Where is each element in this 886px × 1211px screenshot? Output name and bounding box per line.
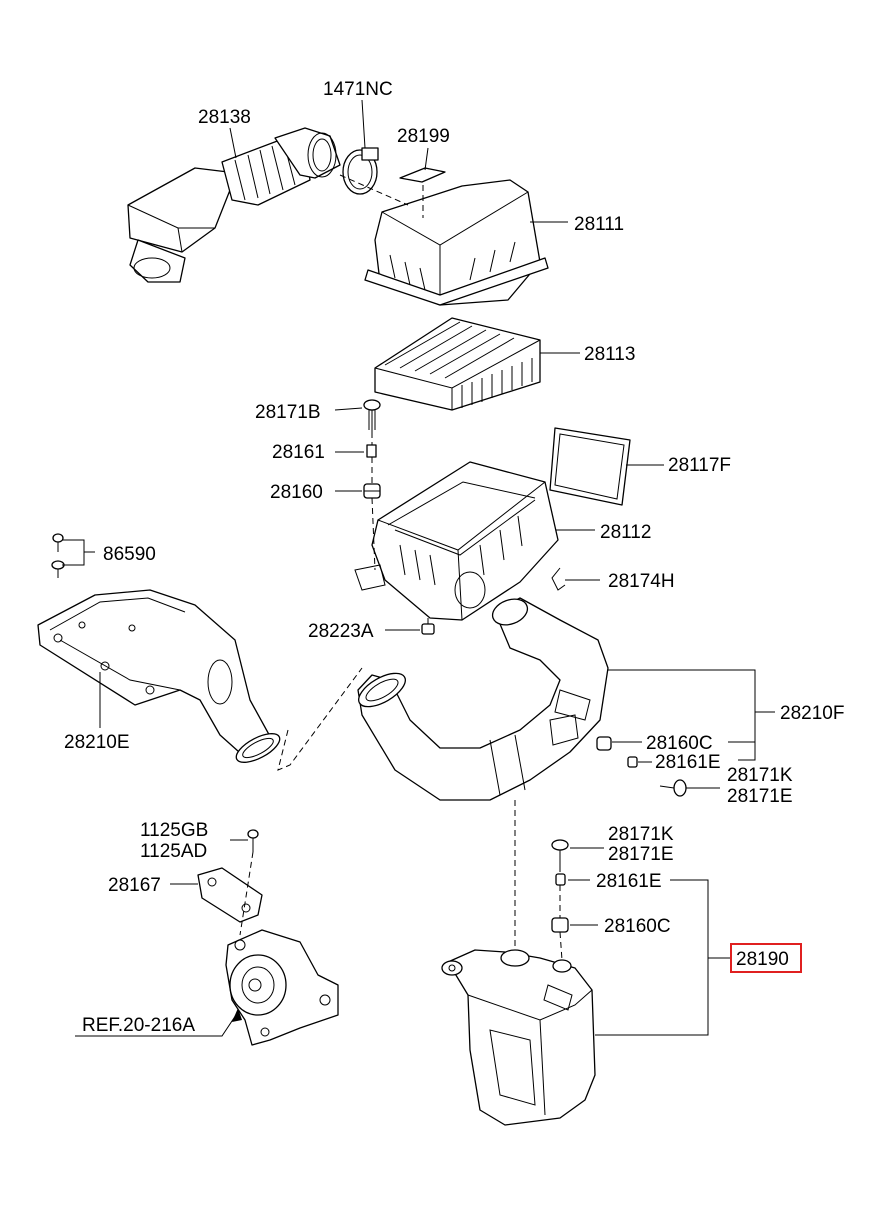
screw-86590-part bbox=[51, 533, 65, 578]
bolt-1125gb-part bbox=[247, 829, 259, 852]
leader-lines bbox=[62, 99, 775, 1037]
air-cleaner-body-part bbox=[354, 461, 559, 621]
label-28190[interactable]: 28190 bbox=[736, 949, 789, 970]
hose-clamp-part bbox=[342, 147, 379, 195]
label-28160c-a[interactable]: 28160C bbox=[646, 733, 713, 754]
label-1125ad[interactable]: 1125AD bbox=[140, 841, 207, 862]
grommet-28160-part bbox=[363, 483, 381, 499]
duct-28210f-part bbox=[357, 597, 609, 801]
bracket-28167-part bbox=[197, 867, 263, 923]
label-28223a[interactable]: 28223A bbox=[308, 621, 374, 642]
label-28167[interactable]: 28167 bbox=[108, 875, 161, 896]
label-28113[interactable]: 28113 bbox=[584, 344, 635, 365]
label-28160[interactable]: 28160 bbox=[270, 482, 323, 503]
label-28111[interactable]: 28111 bbox=[574, 214, 624, 235]
air-filter-element-part bbox=[374, 317, 541, 411]
bolt-28171k-a-part bbox=[659, 779, 687, 797]
bolt-28171b-part bbox=[363, 399, 381, 432]
label-28160c-b[interactable]: 28160C bbox=[604, 916, 671, 937]
label-28210e[interactable]: 28210E bbox=[64, 732, 130, 753]
gasket-28117f-part bbox=[549, 427, 631, 506]
engine-mount-part bbox=[225, 929, 339, 1046]
grommet-28160c-a-part bbox=[596, 736, 612, 751]
label-28138[interactable]: 28138 bbox=[198, 107, 251, 128]
label-28210f[interactable]: 28210F bbox=[780, 703, 844, 724]
highlight-box-28190 bbox=[730, 943, 802, 973]
nut-28223a-part bbox=[421, 623, 435, 635]
part-labels: 28138 1471NC 28199 28111 28113 28171B 28… bbox=[64, 79, 844, 1036]
collar-28161e-a-part bbox=[627, 756, 638, 768]
label-28171e-a[interactable]: 28171E bbox=[727, 786, 793, 807]
label-28161e-b[interactable]: 28161E bbox=[596, 871, 662, 892]
label-28161[interactable]: 28161 bbox=[272, 442, 325, 463]
resonator-28190-part bbox=[441, 949, 596, 1126]
label-28161e-a[interactable]: 28161E bbox=[655, 752, 721, 773]
label-ref-20-216a[interactable]: REF.20-216A bbox=[82, 1015, 195, 1036]
assembly-lines bbox=[239, 174, 563, 961]
duct-28210e-part bbox=[37, 589, 281, 763]
label-86590[interactable]: 86590 bbox=[103, 544, 156, 565]
air-cleaner-cover-part bbox=[364, 167, 549, 306]
label-28174h[interactable]: 28174H bbox=[608, 571, 675, 592]
label-28171k-a[interactable]: 28171K bbox=[727, 765, 793, 786]
label-28199[interactable]: 28199 bbox=[397, 126, 450, 147]
label-1125gb[interactable]: 1125GB bbox=[140, 820, 208, 841]
collar-28161-part bbox=[366, 444, 377, 458]
label-28171k-b[interactable]: 28171K bbox=[608, 824, 674, 845]
clip-28174h-part bbox=[551, 567, 566, 591]
label-1471nc[interactable]: 1471NC bbox=[323, 79, 393, 100]
label-28112[interactable]: 28112 bbox=[600, 522, 651, 543]
label-28171e-b[interactable]: 28171E bbox=[608, 844, 674, 865]
label-28171b[interactable]: 28171B bbox=[255, 402, 321, 423]
label-28117f[interactable]: 28117F bbox=[668, 455, 731, 476]
intake-duct-part bbox=[127, 127, 341, 283]
